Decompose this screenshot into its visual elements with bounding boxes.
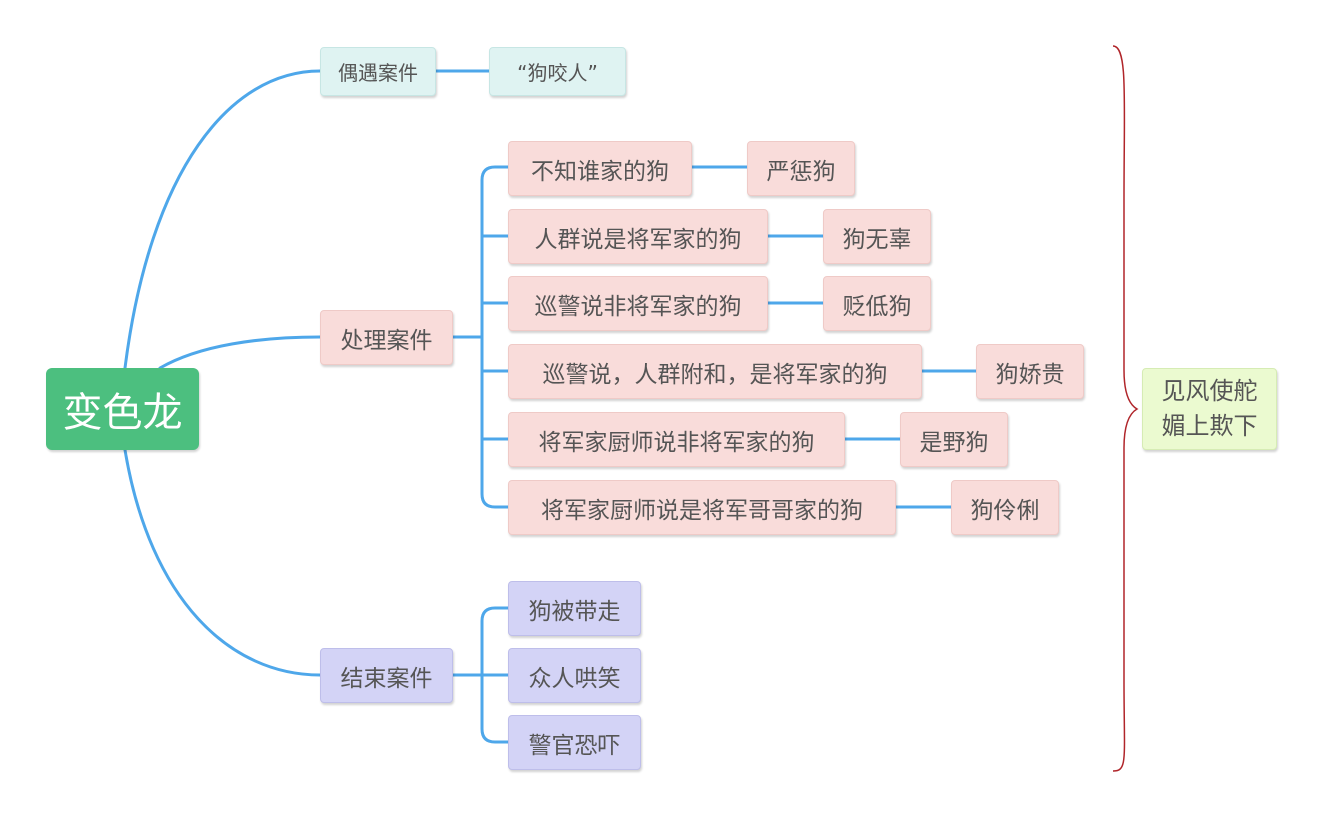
topic-end[interactable]: 结束案件 — [320, 648, 453, 703]
handle-attitude-3[interactable]: 贬低狗 — [823, 276, 931, 331]
connector-handle-trunk — [451, 165, 510, 509]
topic-encounter-child[interactable]: “狗咬人” — [489, 47, 626, 96]
handle-situation-4[interactable]: 巡警说，人群附和，是将军家的狗 — [508, 344, 922, 399]
summary-line-2: 媚上欺下 — [1161, 412, 1258, 440]
connector-root-handle — [158, 335, 322, 370]
handle-situation-6[interactable]: 将军家厨师说是将军哥哥家的狗 — [508, 480, 896, 535]
handle-situation-3[interactable]: 巡警说非将军家的狗 — [508, 276, 768, 331]
handle-situation-2[interactable]: 人群说是将军家的狗 — [508, 209, 768, 264]
end-item-3[interactable]: 警官恐吓 — [508, 715, 641, 770]
handle-situation-5[interactable]: 将军家厨师说非将军家的狗 — [508, 412, 845, 467]
root-node[interactable]: 变色龙 — [46, 368, 199, 450]
handle-situation-1[interactable]: 不知谁家的狗 — [508, 141, 692, 196]
handle-attitude-1[interactable]: 严惩狗 — [747, 141, 855, 196]
end-item-2[interactable]: 众人哄笑 — [508, 648, 641, 703]
handle-attitude-5[interactable]: 是野狗 — [900, 412, 1008, 467]
summary-brace — [1112, 45, 1139, 772]
handle-attitude-2[interactable]: 狗无辜 — [823, 209, 931, 264]
handle-attitude-4[interactable]: 狗娇贵 — [976, 344, 1084, 399]
connector-root-end — [123, 448, 322, 677]
topic-handle[interactable]: 处理案件 — [320, 310, 453, 365]
summary-line-1: 见风使舵 — [1161, 377, 1258, 405]
topic-encounter[interactable]: 偶遇案件 — [320, 47, 436, 96]
connector-root-encounter — [123, 69, 322, 370]
connector-end-trunk — [451, 606, 510, 744]
end-item-1[interactable]: 狗被带走 — [508, 581, 641, 636]
handle-attitude-6[interactable]: 狗伶俐 — [951, 480, 1059, 535]
summary-node[interactable]: 见风使舵 媚上欺下 — [1142, 368, 1277, 450]
